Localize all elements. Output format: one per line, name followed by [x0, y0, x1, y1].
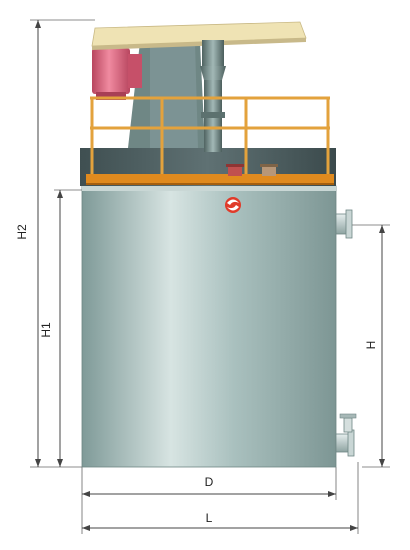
- dimension-label-h1: H1: [39, 322, 53, 338]
- tank-body: [81, 185, 337, 468]
- dimension-l: L: [81, 462, 359, 534]
- safety-railing: [90, 96, 330, 178]
- valve-icon: [335, 413, 357, 457]
- dimension-label-h: H: [364, 341, 378, 350]
- pipe-flange-icon: [335, 209, 353, 239]
- dimension-label-l: L: [206, 511, 213, 525]
- brand-logo-icon: [225, 197, 241, 213]
- dimension-label-h2: H2: [15, 224, 29, 240]
- top-cover: [91, 21, 307, 50]
- dimension-label-d: D: [205, 475, 214, 489]
- walkway-platform: [86, 174, 334, 185]
- dimension-h: H: [350, 224, 390, 468]
- dimension-h1: H1: [39, 189, 82, 467]
- dimension-h2: H2: [15, 19, 95, 468]
- motor: [92, 48, 142, 100]
- top-fittings: [226, 164, 278, 176]
- dimension-d: D: [81, 467, 337, 500]
